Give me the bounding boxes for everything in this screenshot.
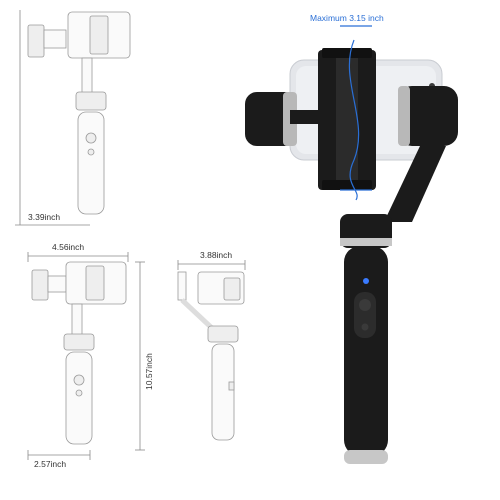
gimbal-stabilizer-photo: Maximum 3.15 inch bbox=[245, 13, 458, 464]
clamp-bottom-jaw bbox=[322, 180, 372, 190]
sketch-vertical-arm bbox=[81, 57, 93, 97]
sketch-button-small bbox=[87, 148, 95, 156]
side-motor-bottom bbox=[207, 325, 239, 343]
sketch-side-view: 3.88inch bbox=[177, 250, 246, 441]
front-clamp-center bbox=[85, 265, 105, 301]
sketch-top-view: 3.39inch bbox=[15, 10, 131, 226]
dim-label-base: 2.57inch bbox=[34, 459, 66, 469]
side-handle bbox=[211, 343, 235, 441]
clamp-top-jaw bbox=[322, 48, 372, 58]
front-motor-bottom bbox=[63, 333, 95, 351]
motor-tilt-ring bbox=[398, 86, 410, 146]
handle-base-ring bbox=[344, 450, 388, 464]
joystick bbox=[359, 299, 371, 311]
joystick-panel bbox=[354, 292, 376, 338]
handle bbox=[344, 246, 388, 456]
roll-arm bbox=[290, 110, 320, 124]
sketch-front-view: 4.56inch 10.57inch 2.57inch bbox=[27, 242, 154, 469]
status-led bbox=[363, 278, 369, 284]
pan-arm bbox=[384, 146, 446, 222]
front-vertical-arm bbox=[71, 303, 83, 337]
motor-tilt bbox=[398, 86, 458, 146]
front-button-small bbox=[75, 389, 83, 397]
dim-label-height: 10.57inch bbox=[144, 353, 154, 390]
dim-label-width-top: 3.39inch bbox=[28, 212, 60, 222]
front-motor-left bbox=[31, 269, 49, 301]
dim-label-width-side: 3.88inch bbox=[200, 250, 232, 260]
dim-label-width-front: 4.56inch bbox=[52, 242, 84, 252]
sketch-handle bbox=[77, 111, 105, 215]
side-clamp-back bbox=[177, 271, 187, 301]
callout-max-width: Maximum 3.15 inch bbox=[310, 13, 384, 23]
front-button bbox=[73, 374, 85, 386]
front-arm bbox=[47, 275, 67, 293]
clamp-center bbox=[336, 54, 358, 186]
side-trigger bbox=[228, 381, 235, 391]
side-motor bbox=[223, 277, 241, 301]
motor-pan-ring bbox=[340, 238, 392, 246]
sketch-motor-left bbox=[27, 24, 45, 58]
sketch-clamp-center bbox=[89, 15, 109, 55]
sketch-motor-bottom bbox=[75, 91, 107, 111]
front-handle bbox=[65, 351, 93, 445]
mode-button bbox=[361, 323, 369, 331]
side-arm-diagonal bbox=[180, 298, 216, 332]
sketch-arm bbox=[43, 29, 67, 49]
sketch-button bbox=[85, 132, 97, 144]
